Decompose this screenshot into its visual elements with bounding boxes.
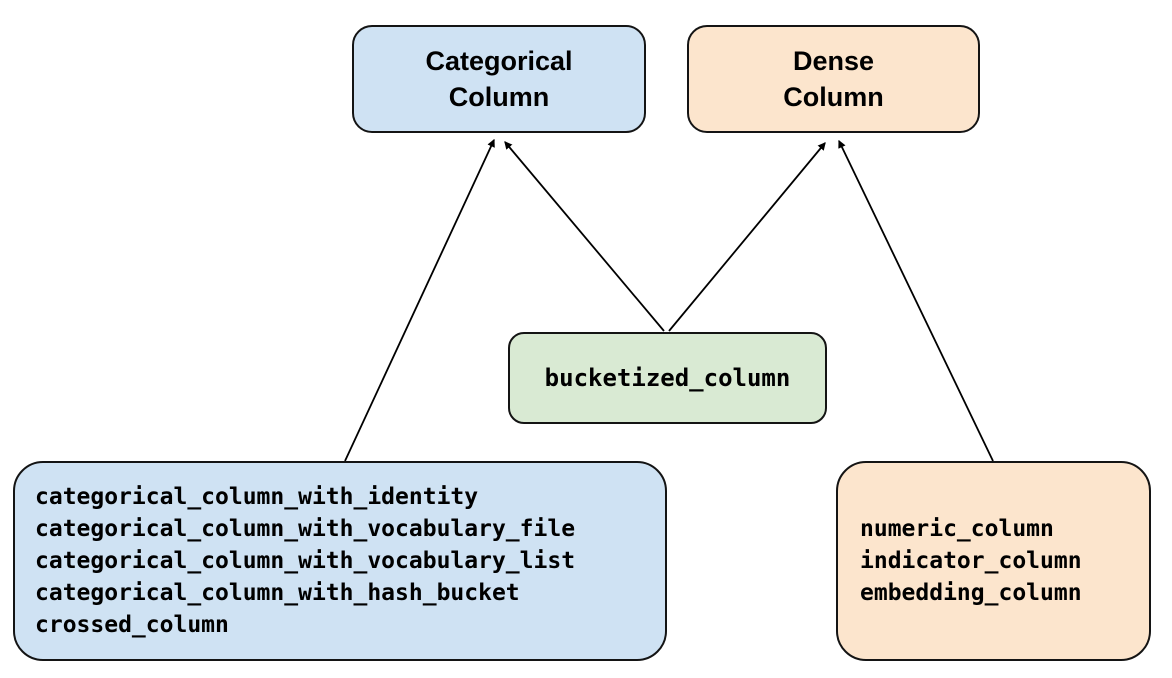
node-dense-title-line1: Dense <box>792 46 875 76</box>
node-dense-column: Dense Column <box>687 25 980 133</box>
node-categorical-column: Categorical Column <box>352 25 646 133</box>
list-item: categorical_column_with_vocabulary_list <box>35 548 576 574</box>
node-bucketized-label: bucketized_column <box>544 364 791 392</box>
list-item: categorical_column_with_hash_bucket <box>35 580 520 606</box>
list-item: numeric_column <box>860 516 1054 542</box>
list-item: categorical_column_with_vocabulary_file <box>35 516 576 542</box>
list-item: embedding_column <box>860 580 1082 606</box>
edge-dense-apis-to-dense <box>838 139 994 462</box>
node-dense-title-line2: Column <box>783 82 884 112</box>
list-item: indicator_column <box>860 548 1082 574</box>
node-dense-api-list: numeric_column indicator_column embeddin… <box>836 461 1151 661</box>
list-item: crossed_column <box>35 612 229 638</box>
node-categorical-api-list: categorical_column_with_identity categor… <box>13 461 667 661</box>
edge-categorical-apis-to-categorical <box>344 138 495 462</box>
edge-bucketized-to-dense <box>668 142 826 332</box>
node-bucketized-column: bucketized_column <box>508 332 827 424</box>
node-categorical-title-line1: Categorical <box>425 46 573 76</box>
node-categorical-title-line2: Column <box>448 82 550 112</box>
list-item: categorical_column_with_identity <box>35 484 479 510</box>
edge-bucketized-to-categorical <box>504 141 665 332</box>
